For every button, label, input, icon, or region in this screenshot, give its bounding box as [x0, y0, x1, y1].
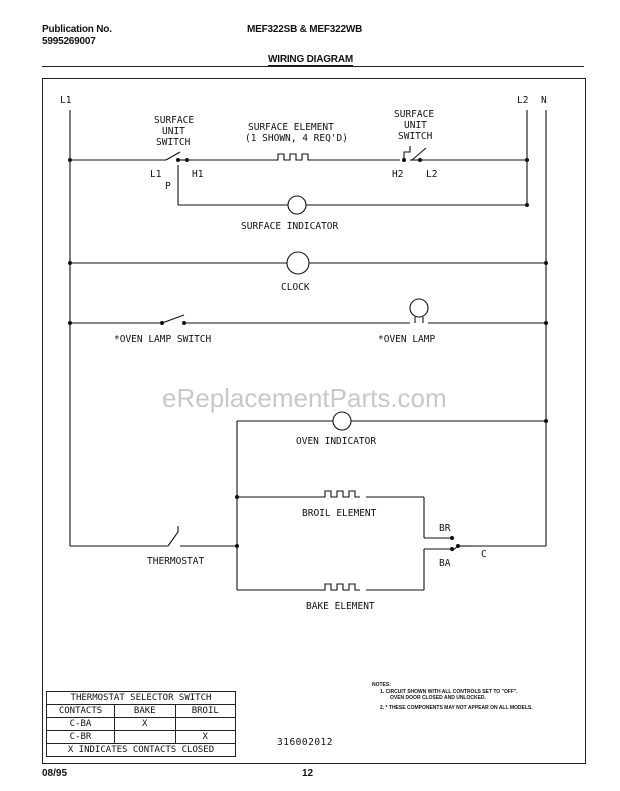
table-cell	[174, 717, 236, 731]
diagram-frame	[42, 78, 586, 764]
publication-label: Publication No.	[42, 24, 112, 35]
oven-lamp-bulb	[409, 298, 429, 318]
surface-switch-label-3: SWITCH	[156, 137, 191, 148]
broil-element-symbol	[320, 490, 360, 498]
broil-element-label: BROIL ELEMENT	[302, 508, 377, 519]
surface-switch-label-2: UNIT	[162, 126, 185, 137]
header-bake: BAKE	[114, 704, 176, 718]
notes-title: NOTES:	[372, 682, 391, 688]
table-cell: X	[114, 717, 176, 731]
header-rule	[42, 66, 584, 67]
surface-element-qty: (1 SHOWN, 4 REQ'D)	[245, 133, 348, 144]
oven-lamp-label: *OVEN LAMP	[378, 334, 435, 345]
note-1b: OVEN DOOR CLOSED AND UNLOCKED.	[390, 695, 487, 701]
note-2: 2. * THESE COMPONENTS MAY NOT APPEAR ON …	[380, 705, 533, 711]
table-cell: C-BR	[45, 730, 116, 744]
thermostat-label: THERMOSTAT	[147, 556, 204, 567]
diagram-title: WIRING DIAGRAM	[268, 54, 353, 66]
terminal-h1: H1	[192, 169, 204, 180]
watermark: eReplacementParts.com	[162, 383, 447, 413]
model-numbers: MEF322SB & MEF322WB	[247, 24, 363, 35]
header-contacts: CONTACTS	[45, 704, 116, 718]
table-cell: X	[174, 730, 236, 744]
bake-element-symbol	[320, 583, 360, 591]
table-cell: C-BA	[45, 717, 116, 731]
header-broil: BROIL	[174, 704, 236, 718]
surface-switch-label-1: SURFACE	[154, 115, 194, 126]
terminal-l1: L1	[150, 169, 162, 180]
oven-lamp-switch-label: *OVEN LAMP SWITCH	[114, 334, 212, 345]
surface-element-symbol	[270, 153, 316, 161]
document-number: 316002012	[277, 737, 333, 748]
selector-table-title: THERMOSTAT SELECTOR SWITCH	[46, 691, 236, 705]
clock-label: CLOCK	[281, 282, 310, 293]
surface-element-label: SURFACE ELEMENT	[248, 122, 334, 133]
terminal-l2: L2	[426, 169, 437, 180]
clock-symbol	[286, 251, 310, 275]
br-label: BR	[439, 523, 451, 534]
surface-indicator-label: SURFACE INDICATOR	[241, 221, 339, 232]
footer-date: 08/95	[42, 768, 68, 779]
oven-indicator-label: OVEN INDICATOR	[296, 436, 376, 447]
surface-switch-right-label-2: UNIT	[404, 120, 427, 131]
note-1: 1. CIRCUIT SHOWN WITH ALL CONTROLS SET T…	[380, 689, 518, 695]
l1-label: L1	[60, 95, 72, 106]
surface-switch-right-label-1: SURFACE	[394, 109, 434, 120]
bake-element-label: BAKE ELEMENT	[306, 601, 375, 612]
terminal-h2: H2	[392, 169, 403, 180]
surface-switch-right-label-3: SWITCH	[398, 131, 433, 142]
selector-table-footnote: X INDICATES CONTACTS CLOSED	[46, 743, 236, 757]
selector-table: THERMOSTAT SELECTOR SWITCH CONTACTS BAKE…	[45, 691, 236, 757]
publication-number: 5995269007	[42, 36, 96, 47]
surface-indicator-lamp	[287, 195, 307, 215]
terminal-p: P	[165, 181, 171, 192]
n-label: N	[541, 95, 547, 106]
table-cell	[114, 730, 176, 744]
page-number: 12	[302, 768, 314, 779]
table-row: C-BR X	[45, 730, 236, 744]
l2-label: L2	[517, 95, 528, 106]
table-row: C-BA X	[45, 717, 236, 731]
c-label: C	[481, 549, 487, 560]
oven-indicator-lamp	[332, 411, 352, 431]
ba-label: BA	[439, 558, 451, 569]
